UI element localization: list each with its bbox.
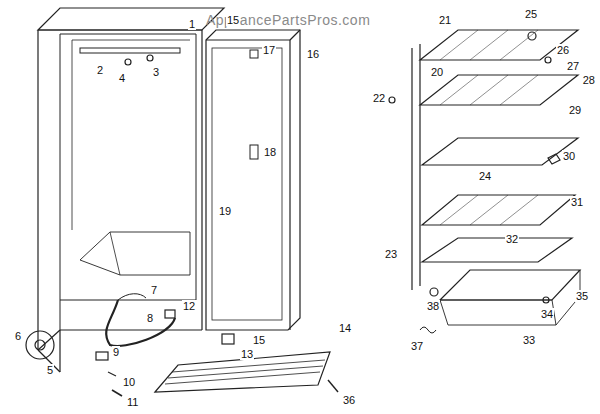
callout-number: 34 [540,308,554,320]
callout-number: 21 [438,14,452,26]
callout-number: 5 [46,364,54,376]
callout-number: 3 [152,66,160,78]
callout-number: 22 [372,92,386,104]
callout-number: 9 [112,346,120,358]
callout-number: 16 [306,48,320,60]
callout-number: 18 [263,146,277,158]
callout-number: 6 [14,330,22,342]
cabinet [26,8,234,396]
callout-number: 15 [252,334,266,346]
callout-number: 17 [262,44,276,56]
callout-number: 1 [188,18,196,30]
callout-number: 33 [522,334,536,346]
callout-number: 14 [338,322,352,334]
callout-number: 13 [240,348,254,360]
door [206,30,300,330]
callout-number: 28 [582,74,596,86]
callout-number: 30 [562,150,576,162]
callout-number: 37 [410,340,424,352]
callout-number: 7 [150,284,158,296]
callout-number: 29 [568,104,582,116]
callout-number: 25 [524,8,538,20]
callout-number: 10 [122,376,136,388]
callout-number: 2 [96,64,104,76]
callout-number: 19 [218,205,232,217]
callout-number: 11 [126,396,139,408]
callout-number: 31 [570,196,584,208]
callout-number: 4 [118,72,126,84]
callout-number: 12 [182,300,196,312]
callout-number: 26 [556,44,570,56]
callout-number: 8 [146,312,154,324]
callout-number: 15 [226,14,240,26]
callout-number: 32 [505,233,519,245]
callout-number: 38 [426,300,440,312]
shelves [389,30,580,333]
callout-number: 35 [575,290,589,302]
callout-number: 24 [478,170,492,182]
callout-number: 27 [566,60,580,72]
callout-number: 36 [342,394,356,406]
callout-number: 23 [384,248,398,260]
callout-number: 20 [430,66,444,78]
